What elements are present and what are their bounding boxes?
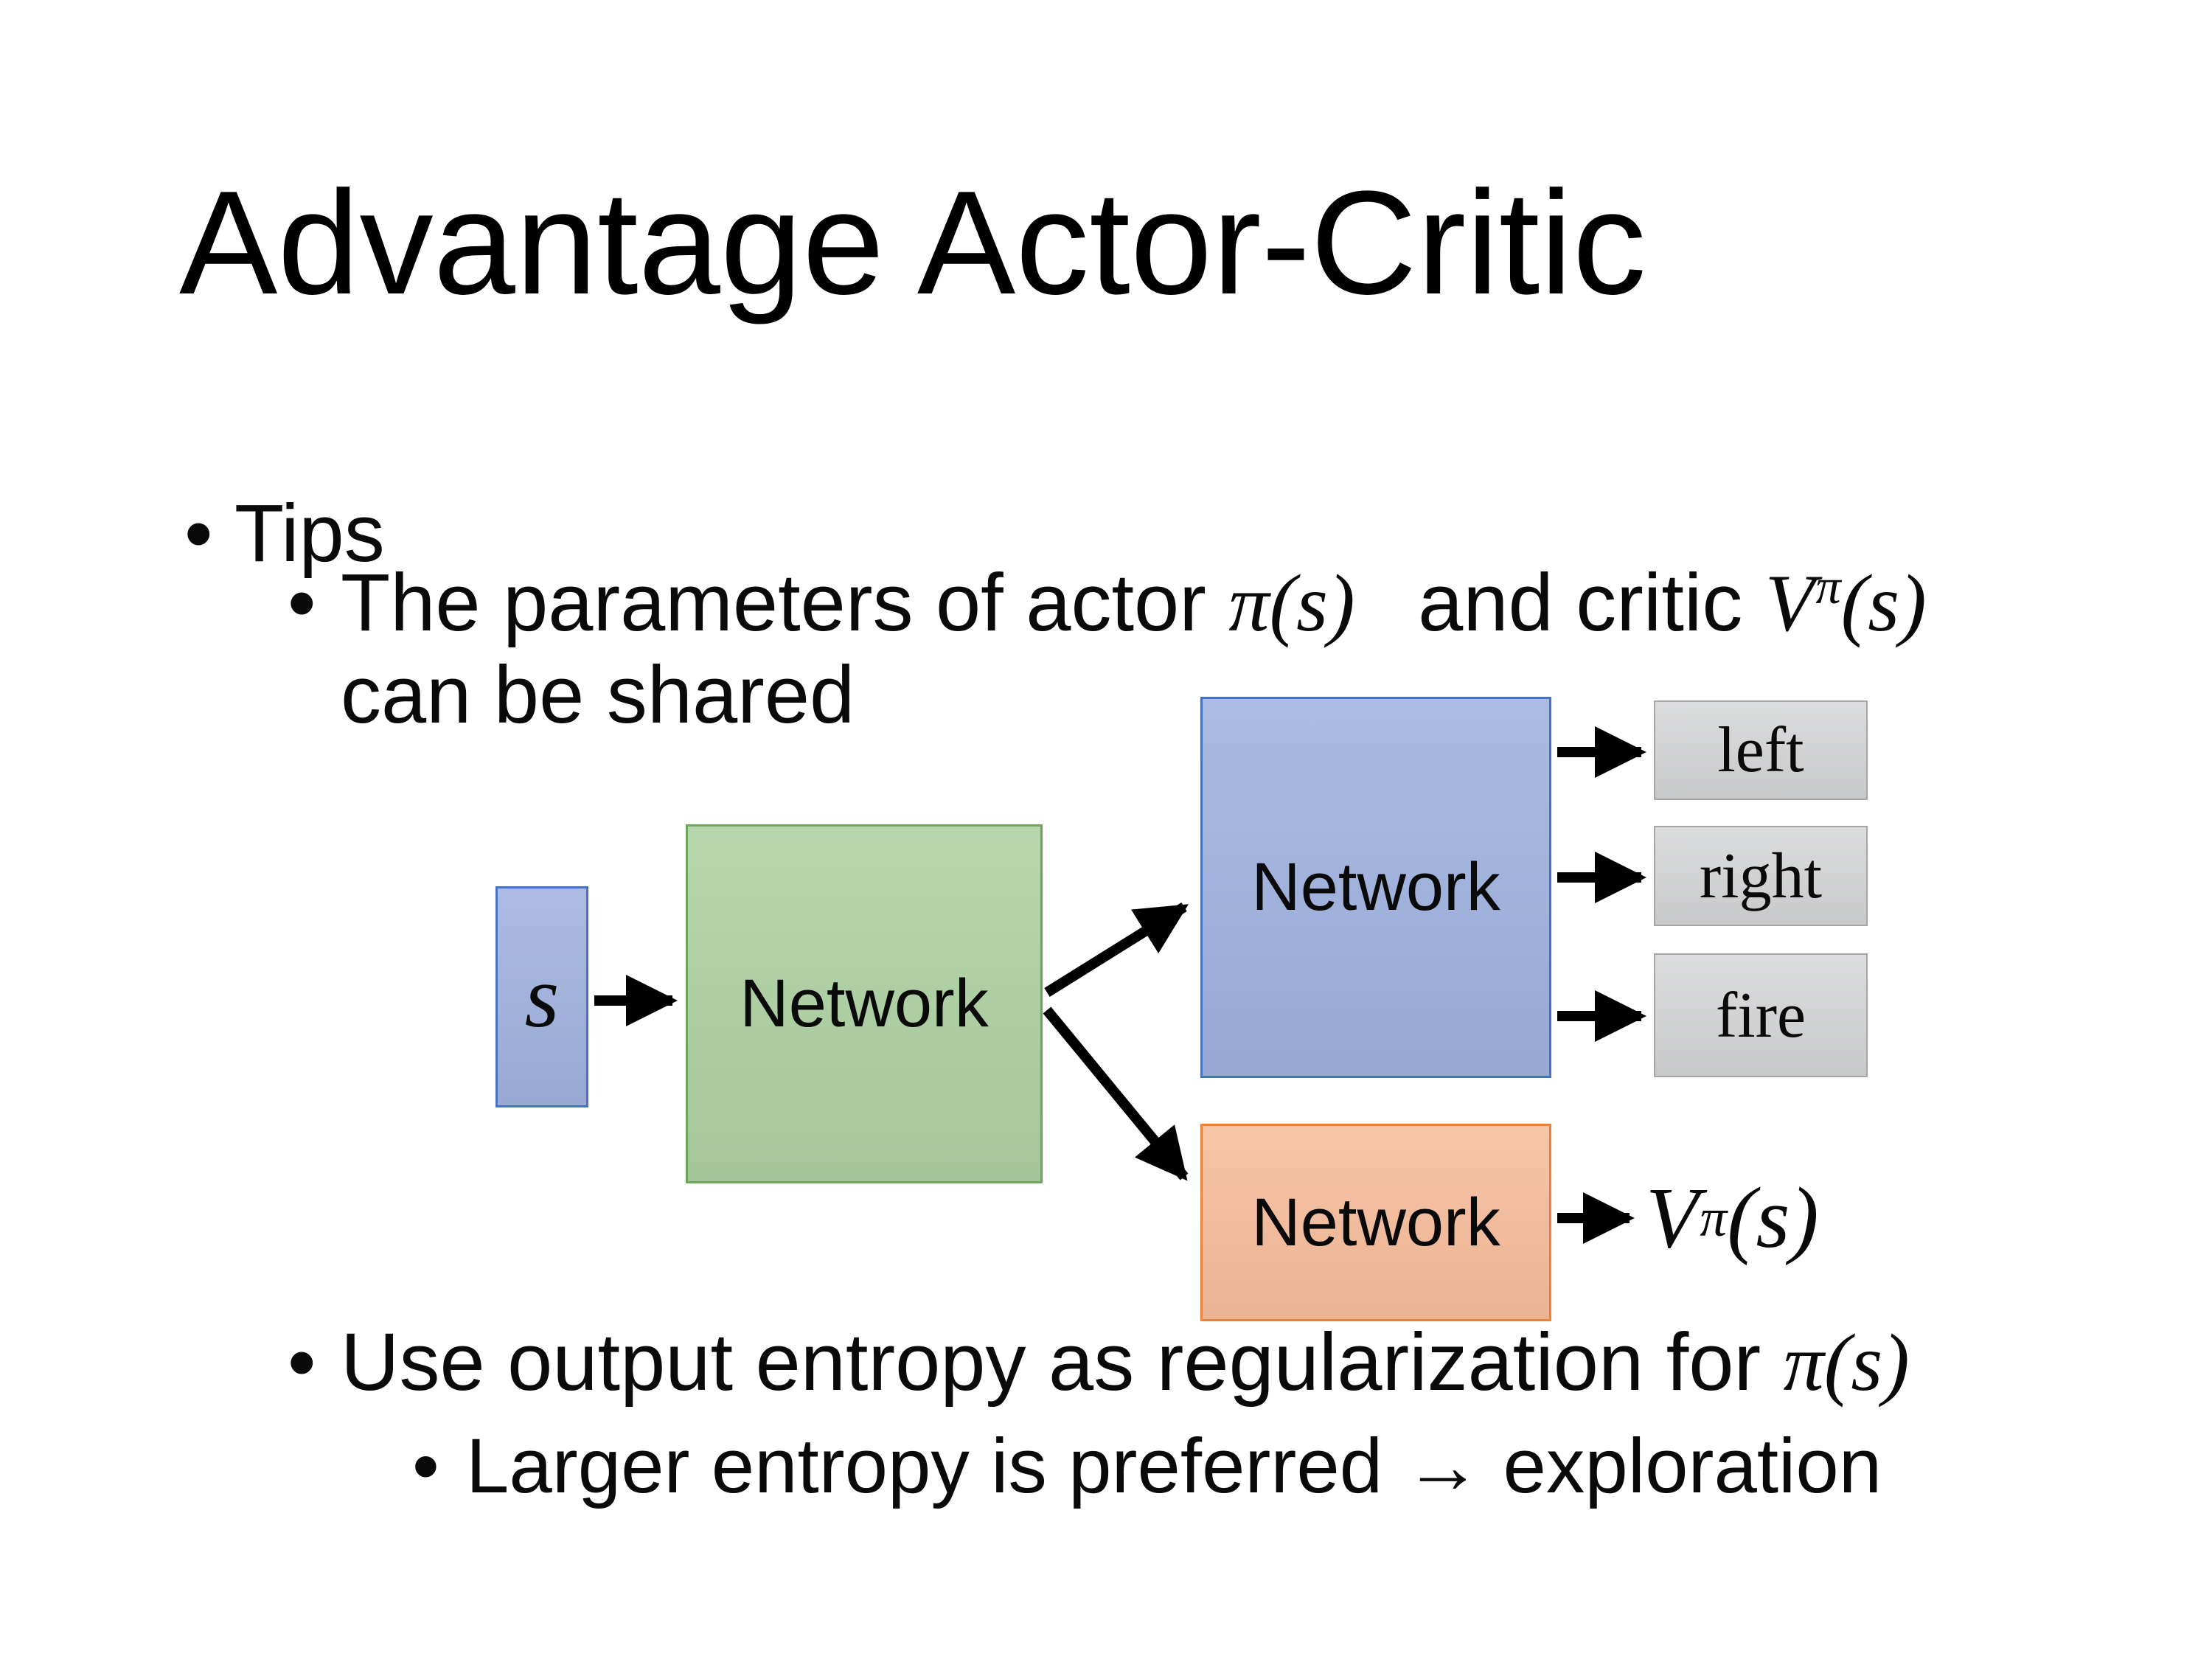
action-box-fire: fire <box>1654 953 1868 1077</box>
right-arrow-glyph: → <box>1404 1423 1482 1509</box>
action-box-left: left <box>1654 700 1868 800</box>
action-label-right: right <box>1699 840 1823 912</box>
arrow-shared-to-actor <box>1044 902 1189 997</box>
bullet-tips-text: Tips <box>234 488 385 579</box>
action-label-left: left <box>1717 714 1804 786</box>
shared-network-label: Network <box>740 966 989 1041</box>
actor-network-box: Network <box>1200 697 1551 1078</box>
value-sup: π <box>1700 1188 1728 1248</box>
shared-network-box: Network <box>686 824 1043 1183</box>
action-box-right: right <box>1654 826 1868 926</box>
shared-text-mid: and critic <box>1395 557 1765 648</box>
shared-text-pre: The parameters of actor <box>341 557 1229 648</box>
bullet-tips: Tips <box>234 483 385 585</box>
bullet-shared-line1: The parameters of actor π(s) and critic … <box>341 552 1927 655</box>
bullet-marker: • <box>288 557 316 648</box>
page-title: Advantage Actor-Critic <box>179 161 1646 325</box>
actor-policy-math: π(s) <box>1228 558 1355 648</box>
bullet-shared-line2: can be shared <box>341 644 855 746</box>
exploration-text-pre: Larger entropy is preferred <box>466 1423 1405 1509</box>
critic-value-sup: π <box>1815 557 1841 614</box>
bullet-marker: • <box>412 1423 439 1509</box>
critic-network-box: Network <box>1200 1124 1551 1321</box>
bullet-marker: • <box>184 488 213 579</box>
action-label-fire: fire <box>1715 979 1806 1051</box>
bullet-marker: • <box>288 1317 316 1408</box>
state-label: s <box>524 947 560 1046</box>
value-args: (s) <box>1727 1169 1819 1266</box>
state-input-box: s <box>495 886 588 1107</box>
value-base: V <box>1646 1169 1700 1266</box>
entropy-policy-math: π(s) <box>1783 1318 1910 1408</box>
bullet-entropy: Use output entropy as regularization for… <box>341 1312 1910 1414</box>
shared-text-line2: can be shared <box>341 650 855 740</box>
exploration-text-post: exploration <box>1481 1423 1882 1509</box>
entropy-text-pre: Use output entropy as regularization for <box>341 1317 1784 1408</box>
critic-value-args: (s) <box>1840 558 1927 648</box>
arrow-shared-to-critic <box>1043 1006 1189 1181</box>
bullet-exploration: Larger entropy is preferred → exploratio… <box>466 1418 1882 1514</box>
critic-value-base: V <box>1764 558 1815 648</box>
actor-network-label: Network <box>1251 849 1500 925</box>
critic-network-label: Network <box>1251 1184 1500 1260</box>
